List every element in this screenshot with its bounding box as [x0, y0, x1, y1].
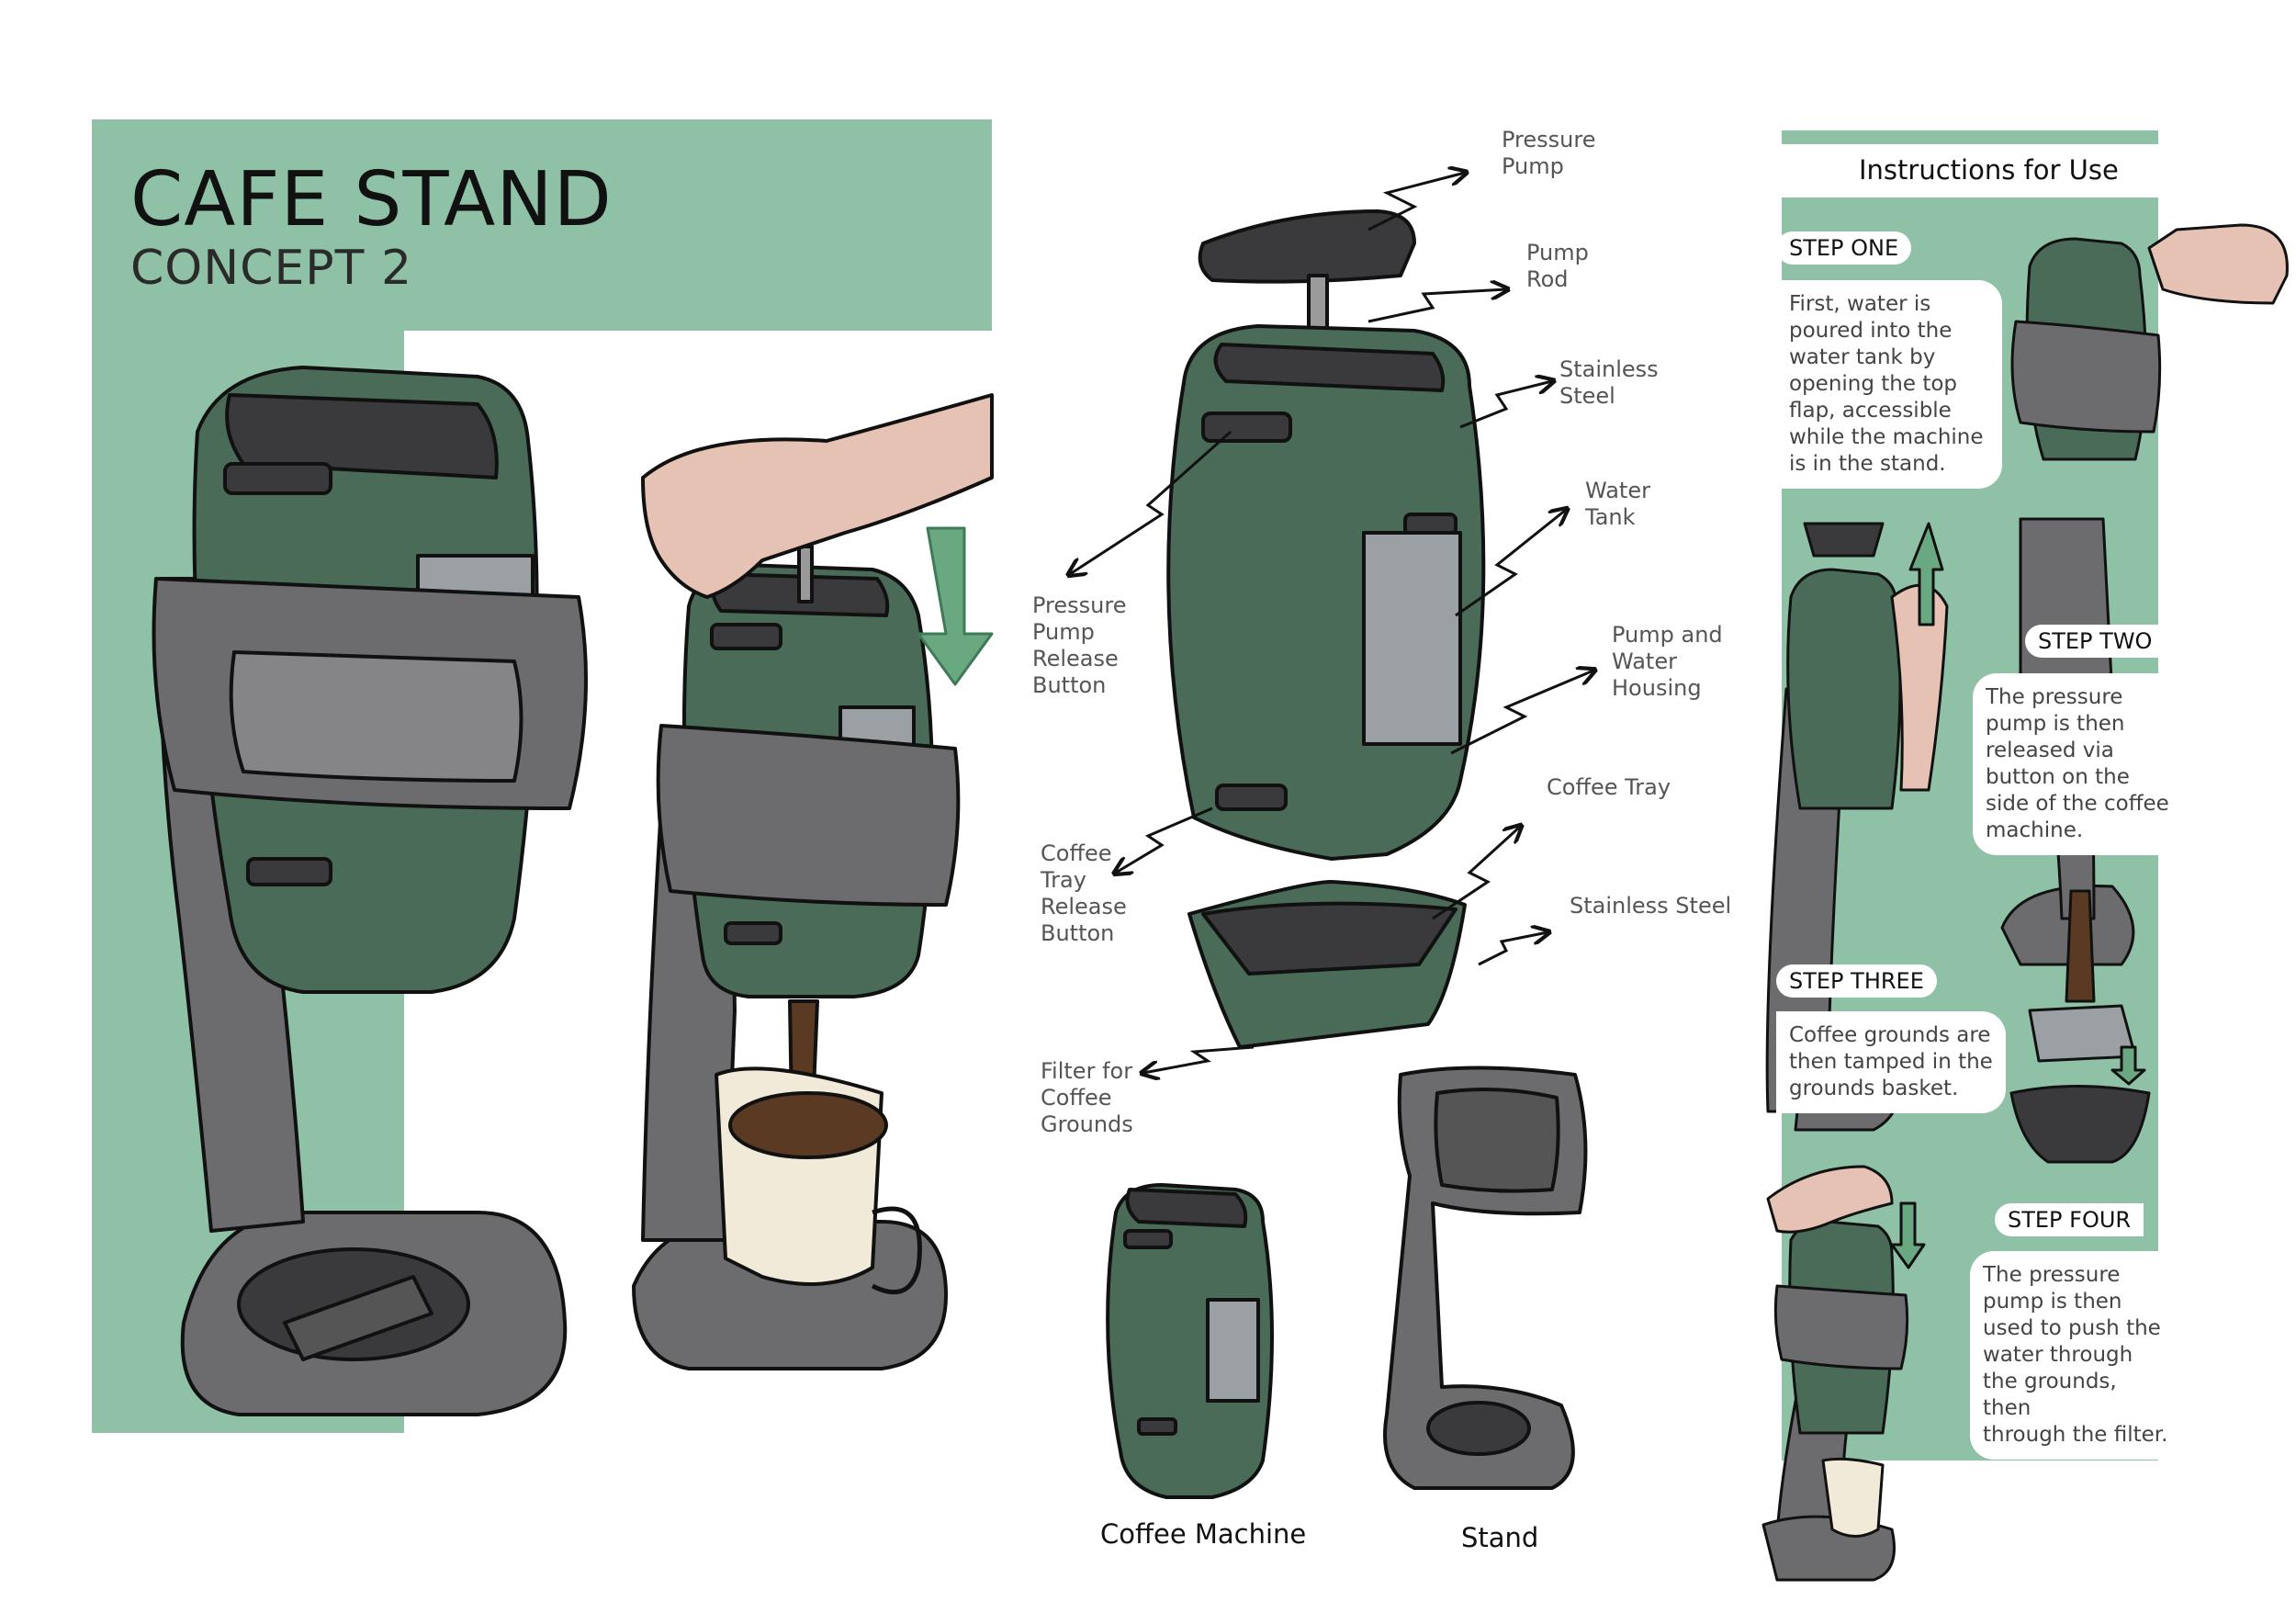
label-coffee-tray: Coffee Tray — [1547, 774, 1671, 800]
label-stainless-steel-lower: Stainless Steel — [1570, 893, 1732, 919]
caption-coffee-machine: Coffee Machine — [1100, 1518, 1307, 1550]
label-water-tank: Water Tank — [1585, 478, 1650, 530]
stand-illustration — [1383, 1066, 1588, 1490]
pressing-machine-illustration — [632, 393, 994, 1370]
coffee-machine-illustration — [1106, 1183, 1274, 1499]
step-one-illustration — [2000, 223, 2289, 966]
step-one-text: First, water is poured into the water ta… — [1776, 280, 2002, 489]
step-two-text: The pressure pump is then released via b… — [1973, 673, 2184, 855]
callout-arrows — [1070, 173, 1593, 1073]
label-pump-water-housing: Pump and Water Housing — [1612, 622, 1723, 701]
label-pump-rod: Pump Rod — [1526, 240, 1589, 292]
label-filter-coffee-grounds: Filter for Coffee Grounds — [1041, 1058, 1133, 1137]
step-four-text: The pressure pump is then used to push t… — [1970, 1251, 2184, 1460]
label-stainless-steel-upper: Stainless Steel — [1559, 356, 1659, 409]
hero-machine-illustration — [152, 366, 588, 1416]
step-three-illustration — [2009, 889, 2151, 1164]
step-four-label: STEP FOUR — [1995, 1203, 2144, 1236]
page-subtitle: CONCEPT 2 — [130, 241, 413, 296]
step-two-label: STEP TWO — [2025, 625, 2166, 658]
page-title: CAFE STAND — [130, 156, 613, 243]
step-three-text: Coffee grounds are then tamped in the gr… — [1776, 1011, 2006, 1113]
exploded-view-illustration — [1166, 209, 1486, 1049]
step-four-illustration — [1761, 1165, 1926, 1582]
step-one-label: STEP ONE — [1776, 231, 1912, 265]
caption-stand: Stand — [1461, 1522, 1539, 1553]
label-coffee-tray-release-button: Coffee Tray Release Button — [1041, 840, 1127, 946]
label-pressure-pump-release-button: Pressure Pump Release Button — [1032, 592, 1127, 698]
step-three-label: STEP THREE — [1776, 964, 1937, 998]
instructions-title: Instructions for Use — [1859, 154, 2119, 186]
label-pressure-pump: Pressure Pump — [1502, 127, 1596, 179]
